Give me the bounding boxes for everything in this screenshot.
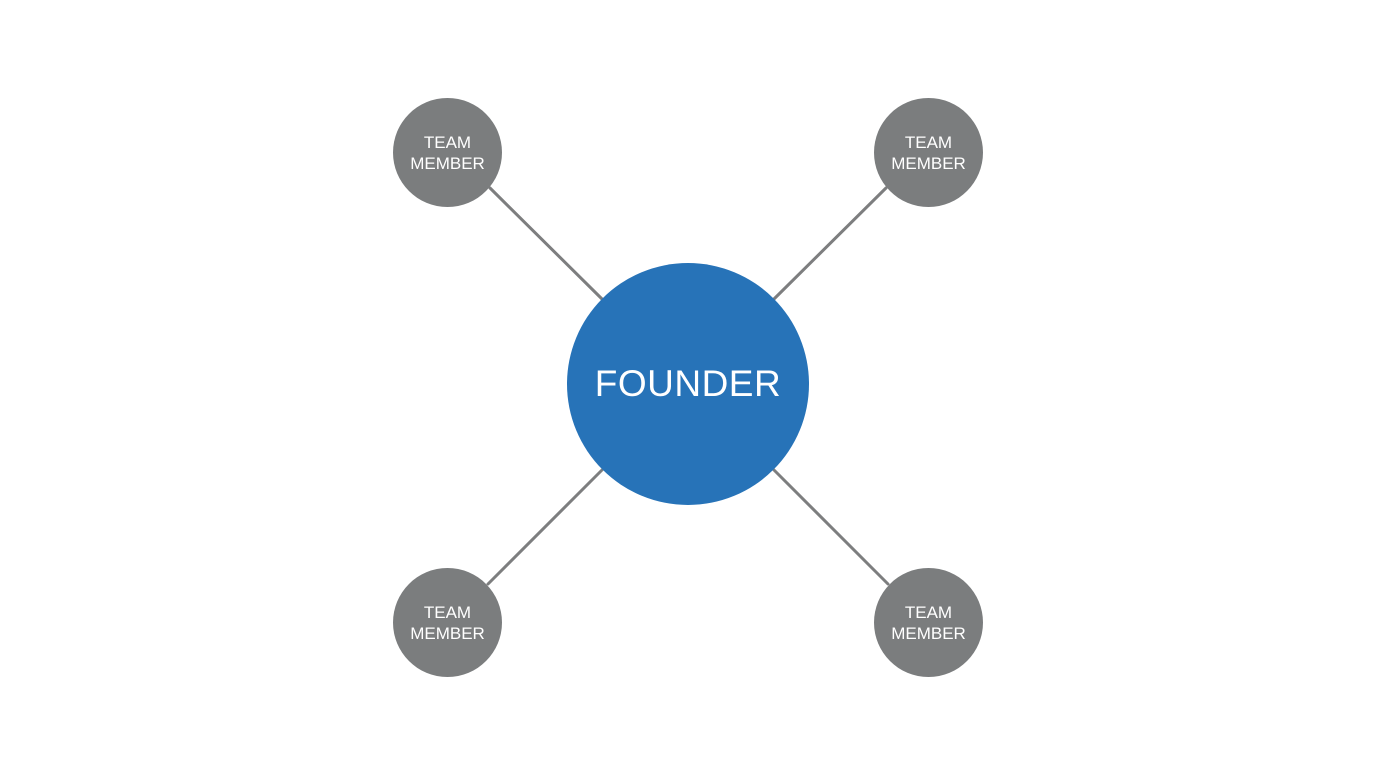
team-member-node-bottom-left: TEAM MEMBER bbox=[393, 568, 502, 677]
team-member-node-bottom-right: TEAM MEMBER bbox=[874, 568, 983, 677]
connector-bottom-right bbox=[772, 468, 890, 586]
connector-top-right bbox=[772, 186, 888, 301]
team-member-label: TEAM MEMBER bbox=[410, 602, 485, 643]
connector-bottom-left bbox=[486, 468, 604, 586]
connector-top-left bbox=[488, 186, 604, 301]
team-member-node-top-right: TEAM MEMBER bbox=[874, 98, 983, 207]
founder-label: FOUNDER bbox=[594, 363, 782, 404]
team-member-label: TEAM MEMBER bbox=[891, 602, 966, 643]
founder-node: FOUNDER bbox=[567, 263, 809, 505]
team-member-label: TEAM MEMBER bbox=[891, 132, 966, 173]
team-member-node-top-left: TEAM MEMBER bbox=[393, 98, 502, 207]
team-member-label: TEAM MEMBER bbox=[410, 132, 485, 173]
